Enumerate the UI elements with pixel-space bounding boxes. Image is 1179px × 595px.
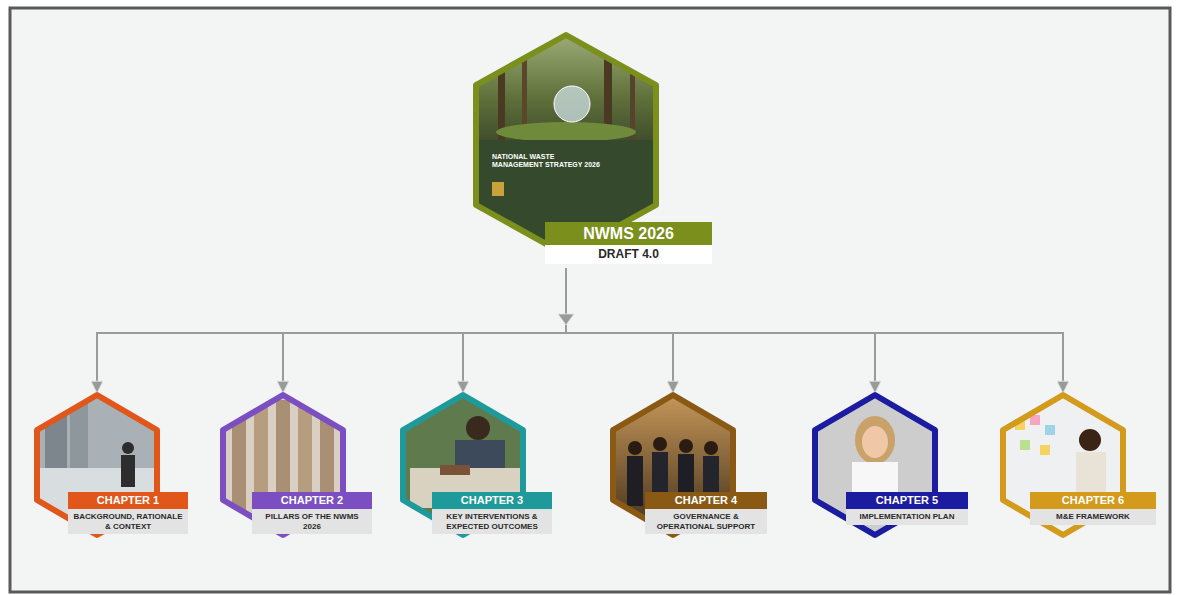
- flow-connector: [97, 268, 566, 392]
- chapter-label: CHAPTER 3: [436, 494, 548, 507]
- chapter-hexagon-node: CHAPTER 3 KEY INTERVENTIONS & EXPECTED OU…: [403, 395, 552, 535]
- hair: [855, 416, 895, 464]
- forest-background: [470, 30, 665, 145]
- chapter-label-box: CHAPTER 5: [846, 492, 968, 509]
- chapter-hexagon-node: CHAPTER 4 GOVERNANCE & OPERATIONAL SUPPOR…: [613, 395, 767, 535]
- chapter-description-box: M&E FRAMEWORK: [1030, 509, 1156, 525]
- cover-title-box: NATIONAL WASTE MANAGEMENT STRATEGY 2026: [492, 153, 600, 170]
- chapter-description: KEY INTERVENTIONS & EXPECTED OUTCOMES: [437, 512, 547, 531]
- document-label-box: NWMS 2026: [545, 222, 712, 245]
- chapter-label-box: CHAPTER 3: [432, 492, 552, 509]
- chapter-label-box: CHAPTER 4: [645, 492, 767, 509]
- sticky-note: [1020, 440, 1030, 450]
- person-head: [679, 439, 693, 453]
- outer-frame: [10, 8, 1170, 592]
- chapter-description-box: PILLARS OF THE NWMS 2026: [252, 509, 372, 534]
- flow-connector: [566, 268, 1063, 392]
- chapter-description-box: BACKGROUND, RATIONALE & CONTEXT: [68, 509, 188, 534]
- chapter-description: GOVERNANCE & OPERATIONAL SUPPORT: [650, 512, 762, 531]
- moss-ground: [496, 122, 636, 142]
- cover-title: NATIONAL WASTE MANAGEMENT STRATEGY 2026: [492, 153, 600, 170]
- chapter-description: PILLARS OF THE NWMS 2026: [257, 512, 367, 531]
- person-body: [627, 456, 643, 506]
- person-head: [628, 441, 642, 455]
- chapter-description-box: KEY INTERVENTIONS & EXPECTED OUTCOMES: [432, 509, 552, 534]
- person-body: [121, 455, 135, 487]
- draft-label-box: DRAFT 4.0: [545, 245, 712, 263]
- chapter-label: CHAPTER 1: [72, 494, 184, 507]
- chapter-label-box: CHAPTER 2: [252, 492, 372, 509]
- document-label: NWMS 2026: [549, 224, 708, 243]
- chapter-label-box: CHAPTER 6: [1030, 492, 1156, 509]
- flow-connector: [283, 268, 566, 392]
- connector-group: [97, 268, 1063, 392]
- chapter-hexagon-node: CHAPTER 6 M&E FRAMEWORK: [1003, 395, 1156, 535]
- hands: [440, 465, 470, 475]
- person-head: [1079, 429, 1101, 451]
- person-head: [466, 416, 490, 440]
- chapter-label: CHAPTER 5: [850, 494, 964, 507]
- sticky-note: [1045, 425, 1055, 435]
- person-head: [704, 441, 718, 455]
- chapter-description-box: IMPLEMENTATION PLAN: [846, 509, 968, 525]
- cover-hexagon-node: NATIONAL WASTE MANAGEMENT STRATEGY 2026N…: [476, 35, 712, 264]
- chapter-description: BACKGROUND, RATIONALE & CONTEXT: [73, 512, 183, 531]
- coat-of-arms: [492, 182, 504, 196]
- chapter-label: CHAPTER 2: [256, 494, 368, 507]
- tree-trunk: [498, 40, 505, 140]
- person-head: [653, 437, 667, 451]
- draft-label: DRAFT 4.0: [549, 247, 708, 261]
- face: [862, 426, 888, 458]
- chapter-hexagon-node: CHAPTER 1 BACKGROUND, RATIONALE & CONTEXT: [37, 395, 188, 535]
- flow-connector: [463, 268, 566, 392]
- chapter-description-box: GOVERNANCE & OPERATIONAL SUPPORT: [645, 509, 767, 534]
- flow-connector: [566, 268, 673, 392]
- chapter-hexagon-node: CHAPTER 5 IMPLEMENTATION PLAN: [815, 395, 968, 535]
- person-head: [122, 442, 134, 454]
- sticky-note: [1040, 445, 1050, 455]
- glass-globe: [554, 86, 590, 122]
- tree-trunk: [630, 40, 635, 140]
- chapter-hexagon-node: CHAPTER 2 PILLARS OF THE NWMS 2026: [223, 395, 372, 535]
- chapter-label-box: CHAPTER 1: [68, 492, 188, 509]
- chapter-description: IMPLEMENTATION PLAN: [851, 512, 963, 522]
- split-arrowhead: [558, 314, 574, 325]
- flow-connector: [566, 268, 875, 392]
- chapter-label: CHAPTER 4: [649, 494, 763, 507]
- chapter-description: M&E FRAMEWORK: [1035, 512, 1151, 522]
- chapter-label: CHAPTER 6: [1034, 494, 1152, 507]
